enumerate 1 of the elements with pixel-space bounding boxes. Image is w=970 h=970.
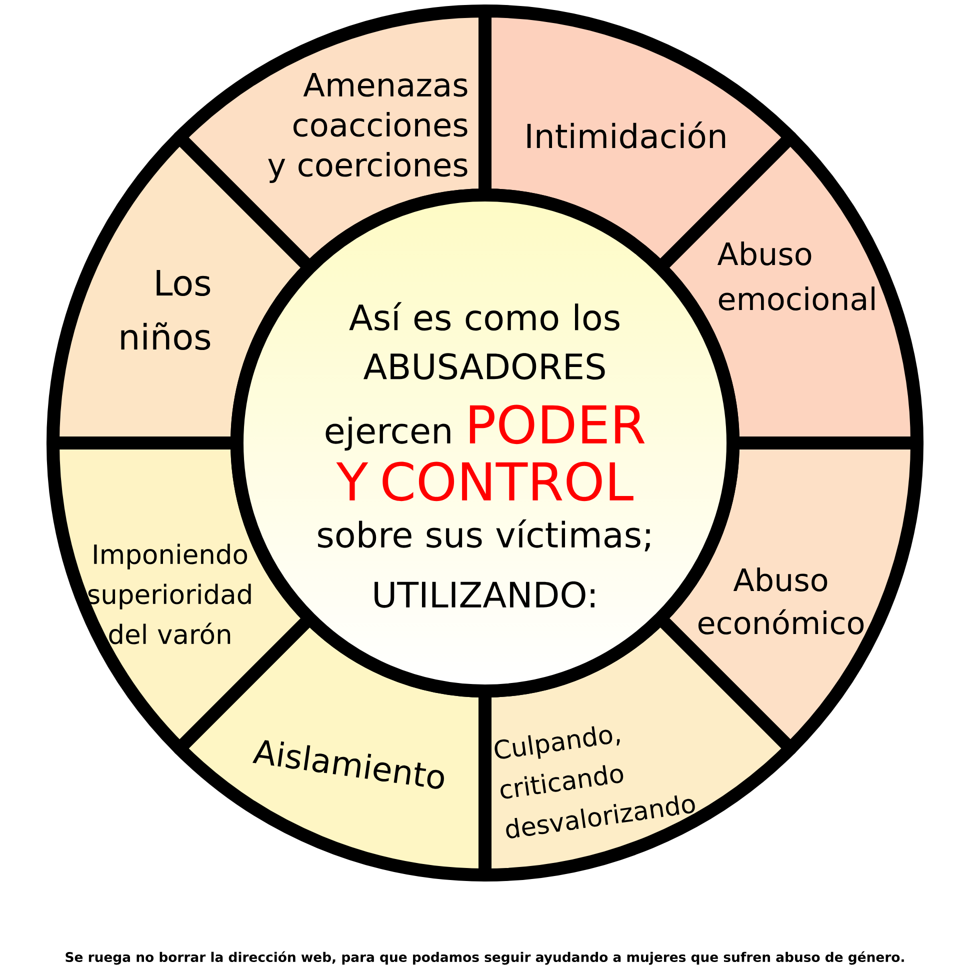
note-text: Se ruega no borrar la dirección web, para que podamos seguir ayudando a mujeres que sufren abuso de género. bbox=[66, 951, 904, 965]
